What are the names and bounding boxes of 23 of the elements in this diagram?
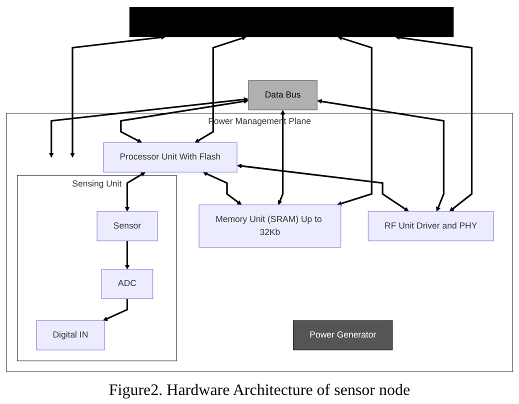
arrow [194, 36, 247, 144]
node-bar [129, 8, 454, 38]
figure-caption: Figure2. Hardware Architecture of sensor node [108, 382, 410, 400]
node-box: Processor Unit With Flash [103, 142, 238, 173]
arrow [124, 241, 130, 270]
arrow [336, 36, 372, 206]
arrow [395, 36, 473, 212]
arrow [48, 98, 248, 158]
node-box: Data Bus [248, 80, 318, 111]
arrow [317, 99, 445, 212]
arrow [237, 164, 409, 212]
node-box: Sensor [96, 212, 158, 242]
node-box: ADC [101, 269, 154, 300]
arrow [278, 110, 286, 206]
arrow [120, 99, 248, 144]
node-box: RF Unit Driver and PHY [368, 212, 494, 242]
arrow [102, 299, 128, 322]
node-box: Digital IN [36, 320, 105, 351]
arrow [70, 35, 166, 158]
node-box: Memory Unit (SRAM) Up to 32Kb [198, 205, 342, 248]
arrow [202, 172, 242, 206]
node-box: Power Generator [293, 320, 393, 351]
arrow [124, 172, 146, 212]
